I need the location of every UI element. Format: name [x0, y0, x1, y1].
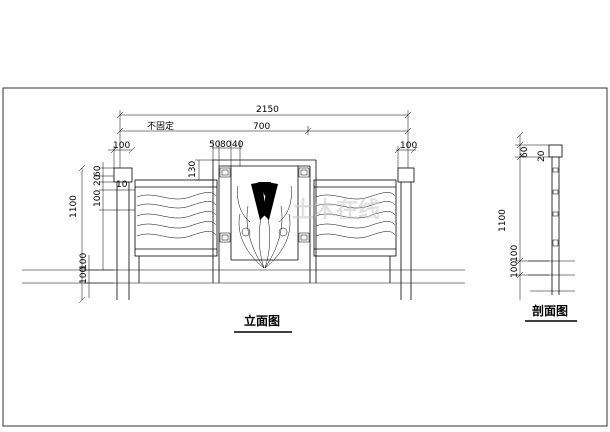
dim-center-2: 80 — [220, 140, 232, 150]
dim-base-100: 100 — [79, 253, 89, 270]
section-dim-base-100b: 100 — [510, 261, 520, 278]
corner-ornament — [298, 232, 310, 243]
section-title: 剖面图 — [532, 303, 568, 318]
right-post — [397, 167, 415, 300]
dim-center-1: 50 — [209, 140, 221, 150]
dim-cap-20: 20 — [93, 174, 103, 186]
dim-total-height: 1100 — [69, 195, 79, 218]
dim-base-100b: 100 — [79, 267, 89, 284]
corner-ornament — [219, 167, 231, 178]
section-dim-base-100: 100 — [510, 245, 520, 262]
section-view: 60 20 1100 100 100 剖面图 — [498, 131, 577, 322]
dim-center-h: 130 — [188, 161, 198, 178]
elevation-dimensions: 2150 不固定 700 100 100 — [69, 105, 417, 304]
section-dim-total: 1100 — [498, 209, 508, 232]
dim-span-note: 不固定 — [147, 120, 174, 132]
section-dim-cap-20: 20 — [537, 150, 547, 162]
left-panel — [134, 179, 218, 283]
section-dim-cap-60: 60 — [520, 146, 530, 158]
dim-center-3: 40 — [232, 140, 244, 150]
dim-span: 700 — [253, 122, 270, 132]
right-panel — [313, 179, 397, 283]
drawing-frame — [2, 87, 608, 427]
leaf-ornament — [237, 182, 292, 269]
corner-ornament — [298, 167, 310, 178]
dim-post-right: 100 — [400, 141, 417, 151]
dim-post-left: 100 — [113, 141, 130, 151]
dim-cap-60: 60 — [93, 165, 103, 177]
center-frame — [212, 159, 317, 283]
left-post — [113, 167, 133, 300]
watermark-logo: 土木在线 — [292, 197, 380, 223]
elevation-view: 2150 不固定 700 100 100 — [22, 105, 465, 333]
dim-overall: 2150 — [256, 105, 279, 115]
section-cap — [548, 144, 563, 158]
corner-ornament — [219, 232, 231, 243]
dim-rail-100: 100 — [93, 190, 103, 207]
elevation-title: 立面图 — [244, 313, 280, 328]
dim-cap-10: 10 — [116, 180, 128, 190]
